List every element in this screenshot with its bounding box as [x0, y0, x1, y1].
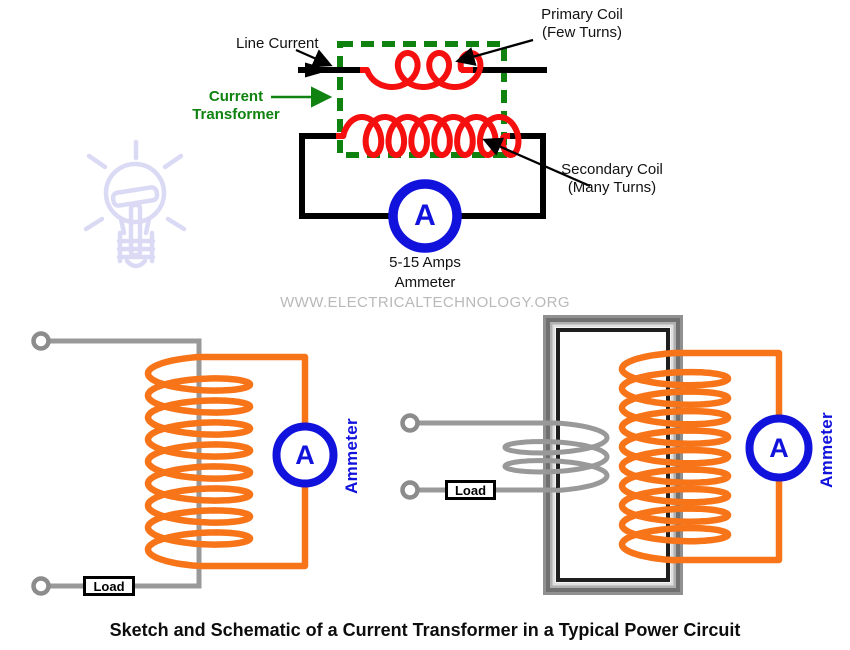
secondary-coil	[340, 114, 522, 158]
ct-coil	[144, 353, 254, 570]
secondary-coil-arrow-icon	[482, 137, 591, 188]
primary-coil-label-line2: (Few Turns)	[541, 24, 622, 42]
bulb-glass	[103, 161, 167, 225]
hammer-handle	[128, 202, 143, 258]
sketch-right	[400, 315, 813, 595]
primary-coil	[364, 50, 484, 90]
terminal-icon	[400, 413, 420, 433]
primary-coil-arrow-icon	[455, 38, 534, 66]
primary-coil-label-line1: Primary Coil	[541, 6, 623, 23]
ammeter-symbol: A	[769, 432, 789, 463]
secondary-coil-label: Secondary Coil (Many Turns)	[554, 161, 670, 198]
terminal-icon	[400, 480, 420, 500]
ammeter-label: Ammeter	[394, 274, 456, 291]
ammeter-symbol: A	[295, 439, 315, 470]
ammeter-icon	[388, 179, 462, 253]
terminal-icon	[31, 576, 51, 596]
ammeter-symbol: A	[414, 199, 436, 232]
line-current-label: Line Current	[236, 35, 319, 52]
bulb-rays-icon	[83, 139, 187, 232]
ammeter-label: Ammeter	[817, 412, 836, 488]
primary-line-wire	[49, 338, 202, 589]
secondary-coil-label-line2: (Many Turns)	[567, 179, 657, 197]
ammeter-icon	[272, 422, 338, 488]
current-transformer-label: Current Transformer	[183, 88, 289, 125]
secondary-coil-label-line1: Secondary Coil	[561, 161, 663, 178]
bulb-neck	[118, 216, 152, 236]
terminal-icon	[31, 331, 51, 351]
watermark: WWW.ELECTRICALTECHNOLOGY.ORG	[280, 294, 570, 311]
load-box: Load	[445, 480, 496, 500]
diagram-caption: Sketch and Schematic of a Current Transf…	[109, 620, 741, 640]
schematic-top	[271, 38, 591, 253]
load-box: Load	[83, 576, 135, 596]
current-transformer-label-line2: Transformer	[192, 106, 280, 124]
ammeter-icon	[745, 414, 813, 482]
ammeter-label: Ammeter	[342, 418, 361, 494]
line-current-arrow-icon	[295, 48, 333, 68]
primary-coil-label: Primary Coil (Few Turns)	[528, 6, 636, 43]
primary-coil	[502, 420, 610, 493]
bulb-logo-icon	[83, 139, 187, 269]
secondary-coil	[618, 349, 732, 564]
current-transformer-label-line1: Current	[208, 88, 264, 105]
bulb-base	[116, 230, 156, 269]
ammeter-rating-label: 5-15 Amps	[389, 254, 461, 271]
